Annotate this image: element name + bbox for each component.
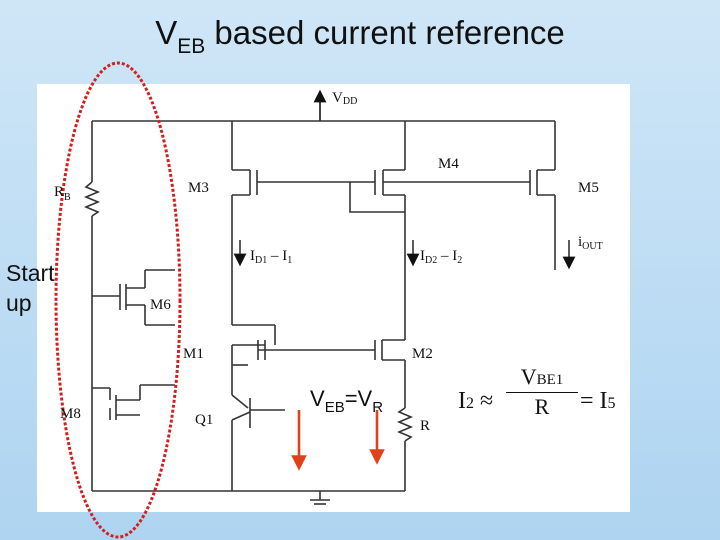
formula-lhs: I2 ≈ — [458, 388, 494, 414]
startup-ellipse — [54, 61, 182, 539]
page-title: VEB based current reference — [155, 14, 565, 58]
id1-label: ID1 – I1 — [250, 248, 292, 266]
circuit-panel — [37, 84, 630, 512]
veb-vr-annotation: VEB=VR — [310, 386, 384, 416]
q1-label: Q1 — [195, 412, 213, 428]
formula-denominator: R — [534, 394, 550, 419]
m6-label: M6 — [150, 297, 171, 313]
formula-numerator: VBE1 — [520, 364, 564, 389]
m4-label: M4 — [438, 156, 459, 172]
id2-label: ID2 – I2 — [420, 248, 462, 266]
vdd-label: VDD — [332, 90, 357, 107]
m8-label: M8 — [60, 406, 81, 422]
r-label: R — [420, 418, 430, 434]
current-formula: I2 ≈ VBE1 R = I5 — [458, 364, 628, 434]
rb-resistor — [83, 181, 101, 217]
m2-label: M2 — [412, 346, 433, 362]
iout-label: iOUT — [578, 234, 603, 252]
m3-label: M3 — [188, 180, 209, 196]
r-resistor — [396, 407, 414, 442]
rb-label: RB — [54, 184, 71, 203]
formula-rhs: = I5 — [580, 388, 616, 414]
m5-label: M5 — [578, 180, 599, 196]
m1-label: M1 — [183, 346, 204, 362]
formula-fraction: VBE1 R — [506, 364, 578, 420]
